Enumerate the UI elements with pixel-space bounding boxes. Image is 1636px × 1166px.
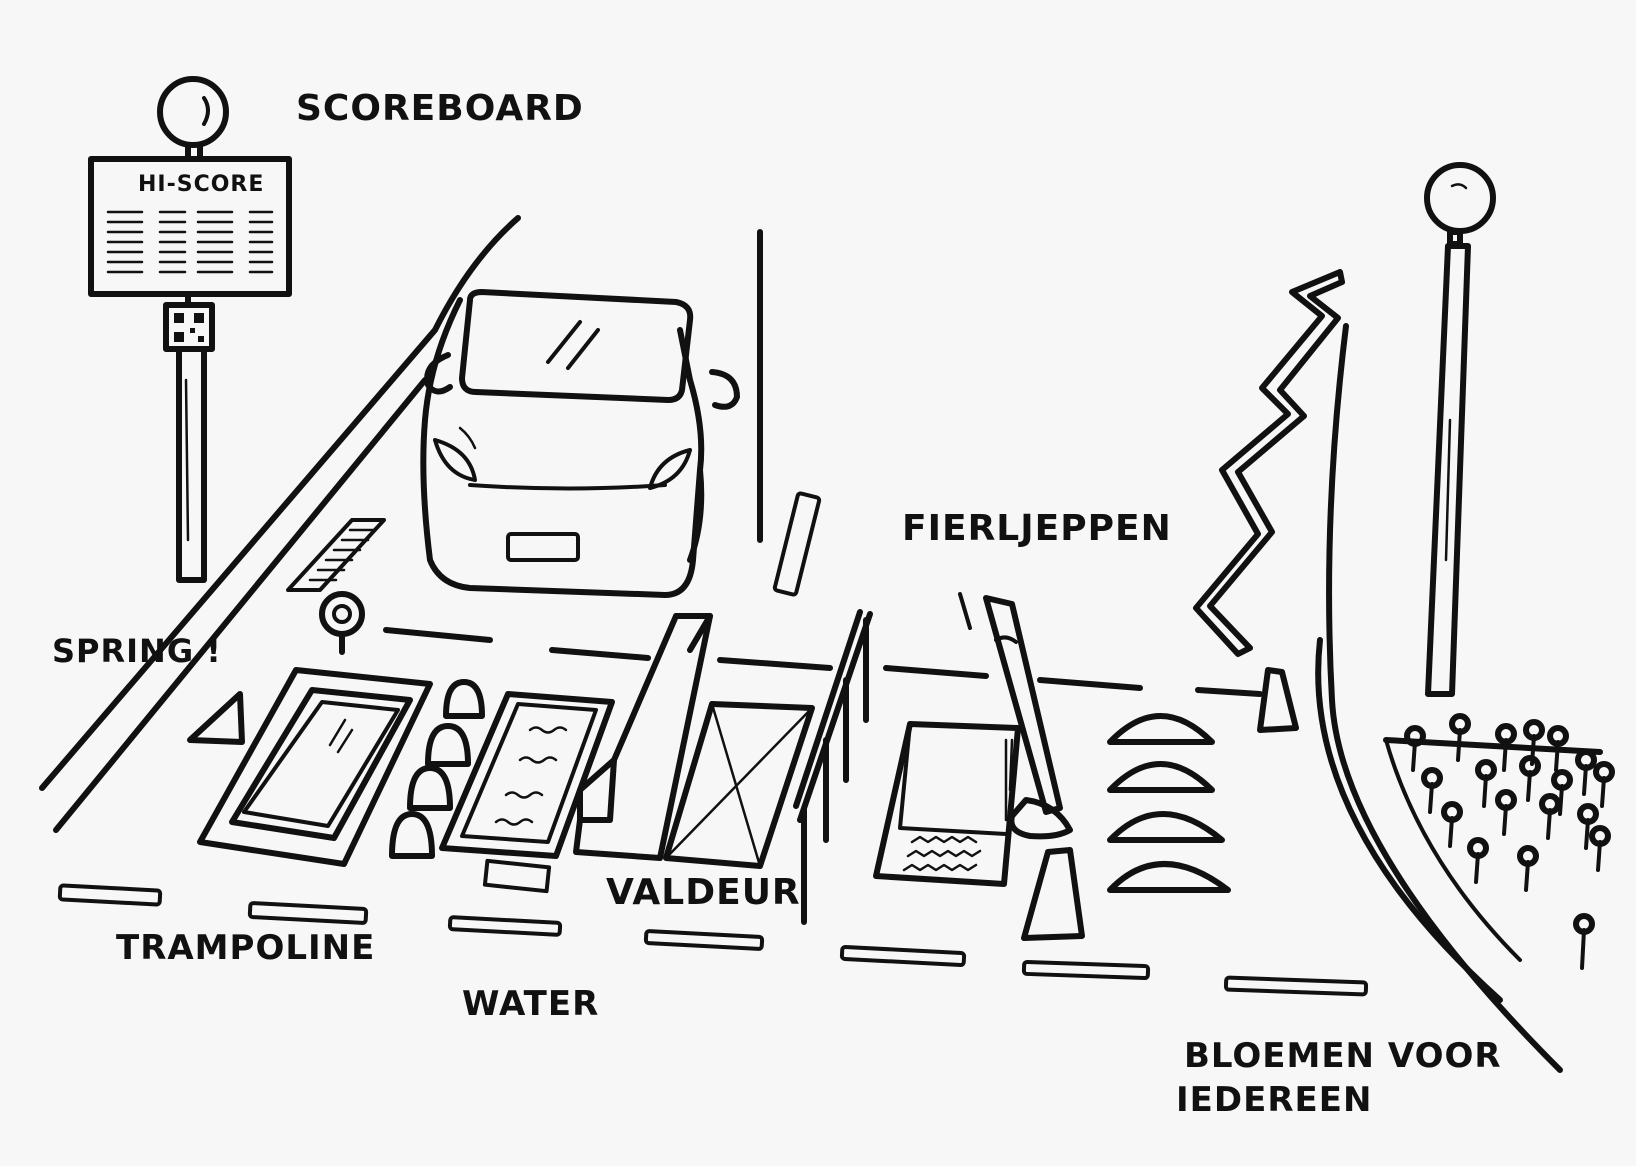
flower-bed <box>1383 713 1615 970</box>
label-fierljeppen: FIERLJEPPEN <box>902 508 1172 549</box>
road-left-edge-inner <box>53 377 428 833</box>
qr-code-icon <box>163 302 215 352</box>
railing <box>793 609 873 925</box>
flower-icon <box>1404 713 1615 970</box>
traffic-cone-icon-2 <box>1257 667 1299 733</box>
car-icon <box>420 289 763 598</box>
label-scoreboard: SCOREBOARD <box>296 88 584 129</box>
stepping-stones <box>389 679 485 859</box>
valdeur-wall <box>573 613 713 861</box>
speed-bumps <box>1107 713 1231 893</box>
scoreboard-sign <box>88 76 292 583</box>
label-spring: SPRING ! <box>52 632 222 670</box>
trampoline <box>197 667 433 867</box>
drain-grate <box>286 518 386 592</box>
license-plate <box>506 532 580 562</box>
label-water: WATER <box>462 984 600 1024</box>
car-mirror-right <box>709 369 740 410</box>
score-rows <box>106 210 274 274</box>
label-bloemen-line2: IEDEREEN <box>1176 1080 1373 1120</box>
jump-ramp <box>187 691 245 745</box>
car-windshield <box>459 289 694 403</box>
sand-pit <box>873 721 1021 887</box>
water-plaque <box>482 858 552 894</box>
curb-line-inner <box>1315 637 1503 1003</box>
sign-icon <box>319 591 365 655</box>
lamp-globe-icon <box>157 76 229 148</box>
label-bloemen-line1: BLOEMEN VOOR <box>1184 1036 1502 1076</box>
road-left-edge <box>39 215 521 791</box>
lamp-post-icon <box>1424 162 1496 697</box>
scoreboard-pole <box>176 346 207 583</box>
label-trampoline: TRAMPOLINE <box>116 928 376 968</box>
car-mirror-left <box>424 352 453 395</box>
zigzag-track <box>1193 269 1345 657</box>
label-hi-score: HI-SCORE <box>138 172 265 197</box>
lane-markings <box>57 491 1369 997</box>
label-valdeur: VALDEUR <box>606 872 801 913</box>
curb-line-outer <box>1326 323 1563 1073</box>
water-basin <box>439 691 615 894</box>
traffic-cone-icon <box>1021 847 1085 941</box>
valdeur-door <box>663 701 815 869</box>
fierljeppen-pole <box>958 592 1073 840</box>
